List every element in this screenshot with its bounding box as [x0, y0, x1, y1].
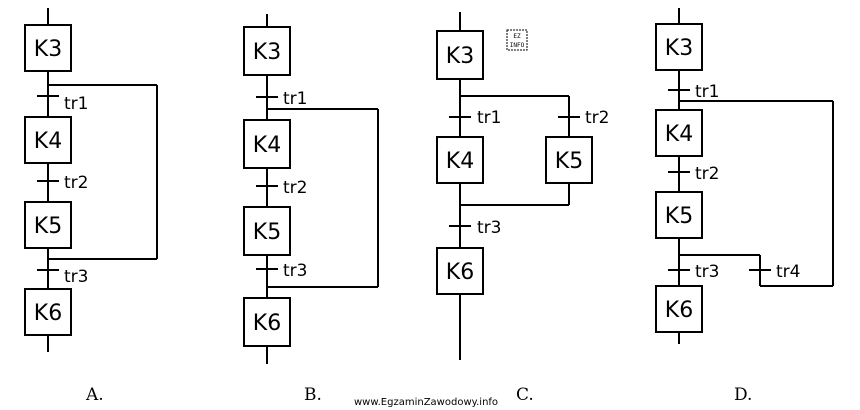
logo-text: EZ: [513, 33, 521, 40]
transition-label: tr2: [585, 108, 609, 128]
step-label: K4: [253, 133, 281, 158]
step-label: K6: [665, 298, 693, 323]
step-k4: K4: [243, 119, 291, 169]
ez-info-logo: EZ INFO: [506, 29, 528, 51]
diagram-a: K3 K4 K5 K6 tr1 tr2 tr3: [24, 8, 158, 352]
step-label: K4: [665, 122, 693, 147]
option-label-a: A.: [85, 385, 104, 405]
transition-label: tr2: [64, 173, 88, 193]
step-label: K3: [446, 44, 474, 69]
transition-label: tr3: [695, 262, 719, 282]
step-label: K6: [34, 301, 62, 326]
step-label: K5: [665, 204, 693, 229]
step-k6: K6: [655, 285, 703, 333]
transition-label: tr2: [695, 164, 719, 184]
step-k4: K4: [436, 136, 484, 184]
step-label: K3: [253, 40, 281, 65]
step-k3: K3: [436, 30, 484, 80]
transition-label: tr4: [776, 262, 800, 282]
step-label: K5: [555, 149, 583, 174]
step-k5: K5: [545, 136, 593, 184]
step-k6: K6: [24, 288, 72, 336]
step-k6: K6: [436, 247, 484, 295]
step-label: K3: [34, 37, 62, 62]
diagram-b: K3 K4 K5 K6 tr1 tr2 tr3: [243, 14, 379, 364]
step-label: K6: [253, 311, 281, 336]
diagram-d: K3 K4 K5 K6 tr1 tr2 tr3 tr4: [655, 8, 834, 344]
option-label-c: C.: [516, 385, 534, 405]
transition-label: tr3: [477, 218, 501, 238]
step-k3: K3: [24, 24, 72, 72]
step-label: K4: [446, 149, 474, 174]
step-label: K3: [665, 36, 693, 61]
option-label-b: B.: [304, 385, 322, 405]
diagram-c: K3 K4 K5 K6 tr1 tr2 tr3 EZ INFO: [436, 12, 609, 360]
step-label: K5: [253, 220, 281, 245]
step-label: K6: [446, 260, 474, 285]
watermark: www.EgzaminZawodowy.info: [354, 397, 498, 408]
step-k6: K6: [243, 297, 291, 347]
transition-label: tr3: [64, 267, 88, 287]
option-label-d: D.: [734, 385, 752, 405]
step-label: K5: [34, 214, 62, 239]
step-k5: K5: [24, 201, 72, 249]
transition-label: tr1: [64, 94, 88, 114]
step-k4: K4: [655, 109, 703, 157]
transition-label: tr1: [283, 89, 307, 109]
step-k5: K5: [243, 206, 291, 256]
transition-label: tr2: [283, 178, 307, 198]
transition-label: tr1: [695, 82, 719, 102]
step-label: K4: [34, 129, 62, 154]
transition-label: tr3: [283, 261, 307, 281]
transition-label: tr1: [477, 108, 501, 128]
step-k5: K5: [655, 191, 703, 239]
step-k4: K4: [24, 116, 72, 164]
step-k3: K3: [655, 23, 703, 71]
step-k3: K3: [243, 26, 291, 76]
logo-text: INFO: [510, 42, 525, 49]
